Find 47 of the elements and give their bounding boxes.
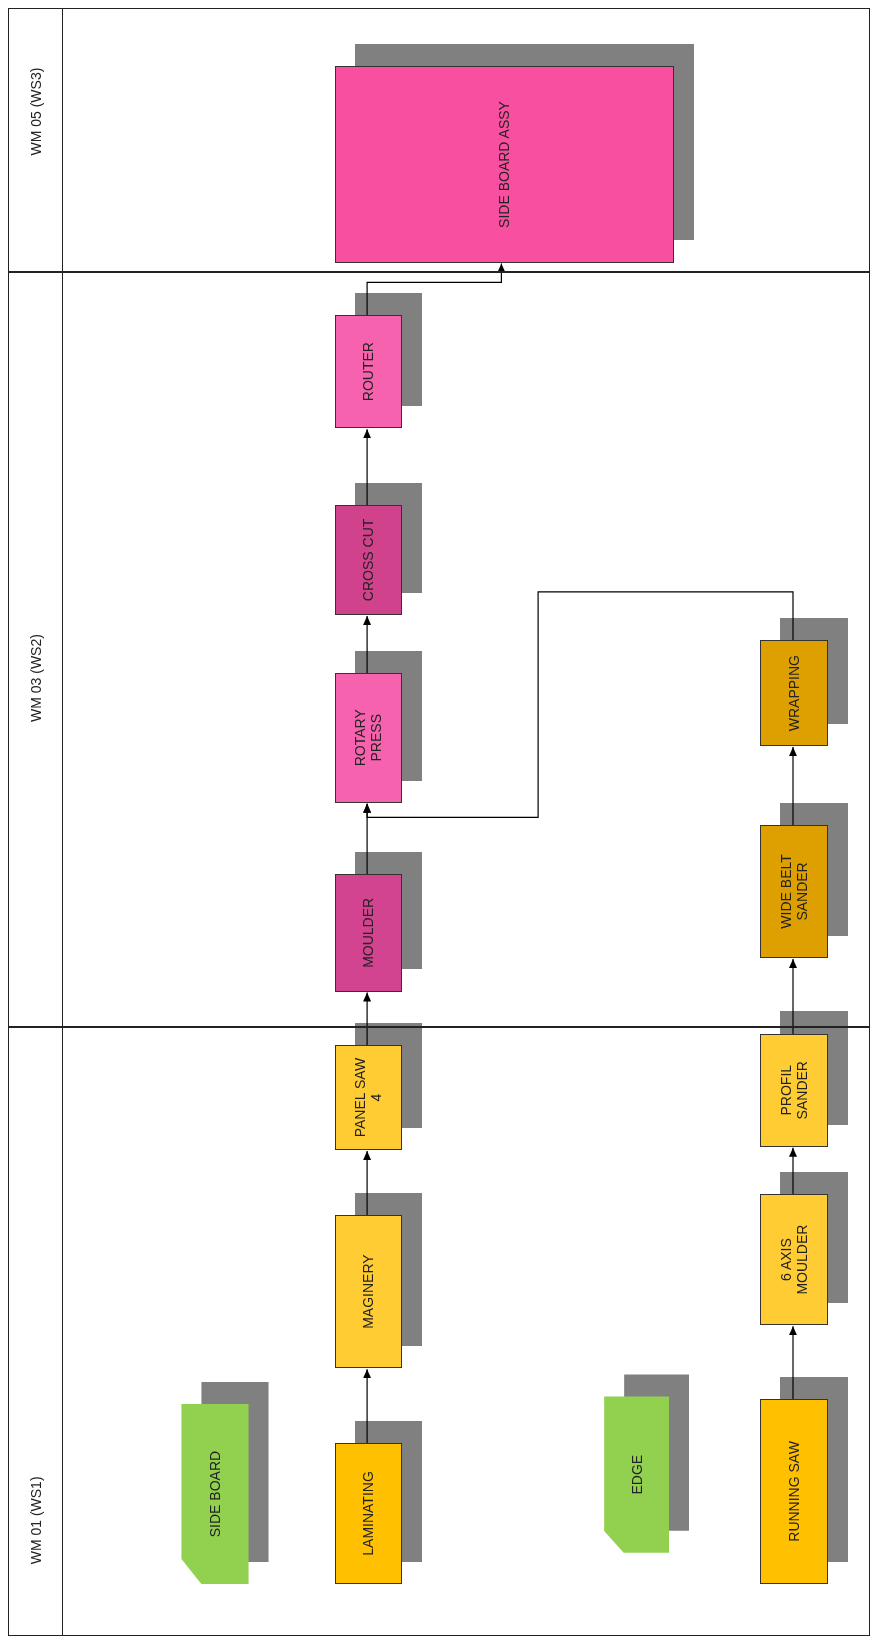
arrow xyxy=(363,1150,372,1217)
arrow xyxy=(789,1325,797,1401)
arrow xyxy=(789,1147,797,1196)
process-box xyxy=(334,672,402,803)
material-card xyxy=(604,1396,670,1553)
swimlane xyxy=(8,7,870,272)
arrow xyxy=(789,958,797,1036)
process-box xyxy=(760,1398,828,1585)
box-label: RUNNING SAW xyxy=(786,1441,803,1542)
lane-title: WM 05 (WS3) xyxy=(27,67,44,156)
box-label: PROFIL SANDER xyxy=(777,1060,811,1122)
material-card xyxy=(181,1403,249,1585)
swimlane xyxy=(8,271,870,1028)
process-box xyxy=(334,66,675,263)
arrow xyxy=(366,262,506,317)
box-label: WRAPPING xyxy=(786,655,803,732)
process-box xyxy=(760,1033,828,1147)
arrow xyxy=(363,591,794,818)
arrow xyxy=(363,1368,372,1445)
process-box xyxy=(334,315,402,429)
process-box xyxy=(760,1194,828,1326)
process-box xyxy=(334,874,402,992)
process-box xyxy=(334,1045,402,1150)
swimlane xyxy=(8,1027,870,1636)
box-label: LAMINATING xyxy=(360,1471,377,1556)
lane-title: WM 03 (WS2) xyxy=(27,634,44,722)
arrow xyxy=(363,992,372,1047)
box-label: SIDE BOARD ASSY xyxy=(496,101,513,228)
arrow xyxy=(789,746,797,827)
box-label: WIDE BELT SANDER xyxy=(777,853,811,931)
process-box xyxy=(760,640,828,747)
box-label: PANEL SAW 4 xyxy=(352,1056,385,1139)
box-label: MOULDER xyxy=(360,897,377,968)
process-box xyxy=(334,1215,402,1369)
box-label: SIDE BOARD xyxy=(206,1450,224,1538)
box-label: EDGE xyxy=(628,1454,645,1495)
arrow xyxy=(363,428,372,507)
box-label: ROTARY PRESS xyxy=(352,708,385,769)
box-label: ROUTER xyxy=(360,342,377,402)
box-label: CROSS CUT xyxy=(360,518,377,602)
lane-title: WM 01 (WS1) xyxy=(27,1476,44,1565)
process-box xyxy=(334,504,402,615)
box-label: MAGINERY xyxy=(360,1254,377,1329)
process-box xyxy=(760,824,828,959)
arrow xyxy=(363,615,372,675)
box-label: 6 AXIS MOULDER xyxy=(777,1223,811,1297)
process-box xyxy=(334,1442,402,1585)
